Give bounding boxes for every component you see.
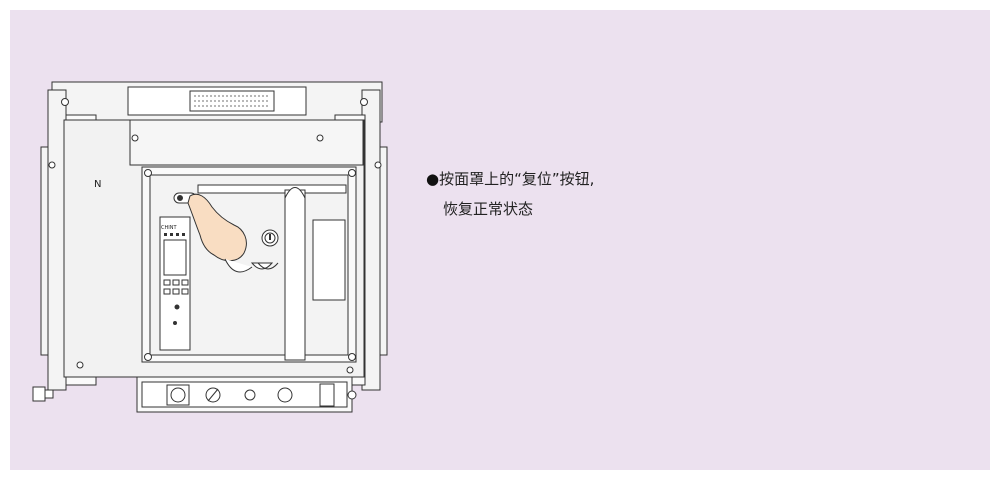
upper-panel xyxy=(129,119,364,166)
bullet-icon: ● xyxy=(426,170,440,188)
caption-text-1: 按面罩上的“复位”按钮, xyxy=(439,170,595,188)
ground-terminal xyxy=(32,386,46,402)
caption-line-2: 恢复正常状态 xyxy=(443,200,534,218)
instruction-caption: ●按面罩上的“复位”按钮, 恢复正常状态 xyxy=(426,164,594,224)
caption-line-1: ●按面罩上的“复位”按钮, xyxy=(426,164,594,194)
pressing-finger xyxy=(187,193,247,262)
slot-left xyxy=(250,262,274,270)
sleeve-cuff xyxy=(224,258,253,273)
handle-top xyxy=(284,187,306,199)
neutral-label: N xyxy=(94,179,101,190)
left-side-plate xyxy=(47,89,67,391)
controller-display xyxy=(163,239,187,276)
indicator-window xyxy=(312,219,346,301)
charging-handle xyxy=(284,189,306,361)
brand-label: CHINT xyxy=(161,225,177,231)
circuit-breaker-illustration: N CHINT xyxy=(32,81,388,413)
top-slot xyxy=(197,184,347,194)
